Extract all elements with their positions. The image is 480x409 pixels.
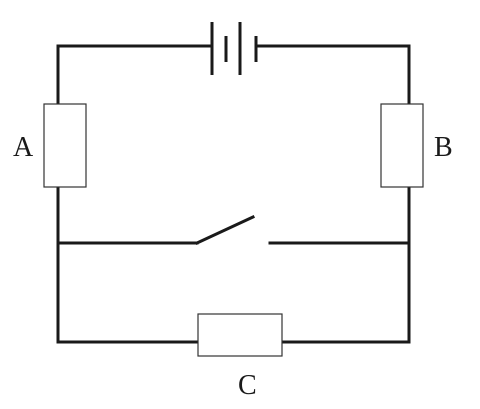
resistor-c-label: C [238,370,257,401]
resistor-b-label: B [434,132,453,163]
resistor-c [197,313,283,357]
resistor-a-label: A [13,132,34,163]
resistor-a [43,103,87,188]
resistor-b [380,103,424,188]
battery [210,22,258,75]
switch-lever [195,215,255,245]
